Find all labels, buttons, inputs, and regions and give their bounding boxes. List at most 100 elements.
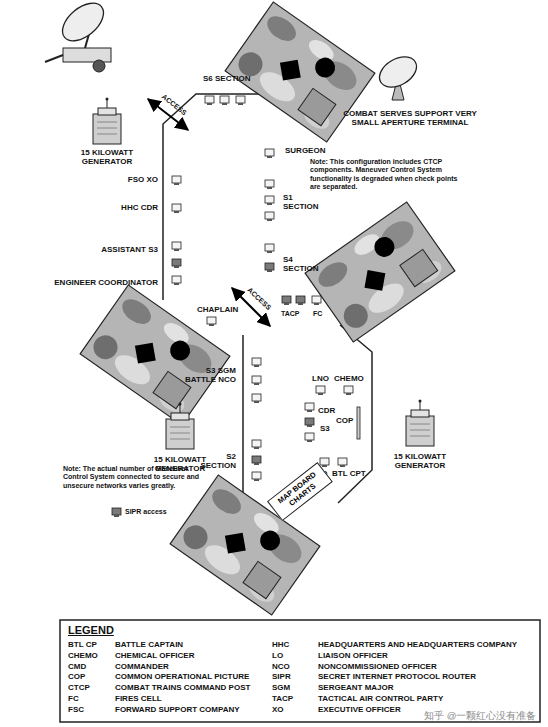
- computer-icon: [305, 433, 314, 442]
- legend-definition: TACTICAL AIR CONTROL PARTY: [318, 694, 443, 703]
- generator: [406, 400, 434, 447]
- computer-icon: [338, 458, 347, 467]
- tent-wall: [163, 94, 262, 300]
- legend-definition: COMMANDER: [115, 662, 169, 671]
- satellite-trailer: [45, 0, 111, 72]
- computer-icon: [252, 358, 261, 367]
- computer-icon: [252, 376, 261, 385]
- legend-definition: FIRES CELL: [115, 694, 162, 703]
- legend-abbreviation: CHEMO: [68, 651, 98, 660]
- legend-abbreviation: CTCP: [68, 683, 90, 692]
- legend-definition: LIAISON OFFICER: [318, 651, 388, 660]
- computer-icon: [265, 263, 274, 272]
- legend-abbreviation: FC: [68, 694, 79, 703]
- computer-icon: [265, 212, 274, 221]
- computer-icon: [252, 440, 261, 449]
- position-label: BTL CPT: [332, 469, 366, 478]
- terminal-label: COMBAT SERVES SUPPORT VERY SMALL APERTUR…: [335, 109, 485, 127]
- legend-definition: COMMON OPERATIONAL PICTURE: [115, 672, 249, 681]
- position-label: FC: [313, 310, 322, 318]
- note: Note: This configuration includes CTCP c…: [310, 158, 460, 192]
- computer-icon: [320, 458, 329, 467]
- legend-definition: NONCOMMISSIONED OFFICER: [318, 662, 437, 671]
- position-label: TACP: [281, 310, 300, 318]
- vehicles: [80, 2, 455, 615]
- sipr-label: SIPR access: [125, 508, 167, 516]
- computer-icon: [344, 386, 353, 395]
- computer-icon: [172, 276, 181, 285]
- position-label: CHEMO: [334, 374, 364, 383]
- computer-icon: [207, 317, 216, 326]
- computer-icon: [172, 242, 181, 251]
- computer-icon: [282, 296, 291, 305]
- position-label: ASSISTANT S3: [101, 245, 158, 254]
- section-label: S4 SECTION: [283, 255, 327, 273]
- computer-icon: [236, 96, 245, 105]
- legend-definition: HEADQUARTERS AND HEADQUARTERS COMPANY: [318, 640, 517, 649]
- computer-icon: [172, 259, 181, 268]
- legend-abbreviation: SGM: [272, 683, 290, 692]
- board-label: MAP BOARD CHARTS: [274, 469, 326, 515]
- computer-icon: [252, 394, 261, 403]
- position-label: FSO XO: [128, 175, 158, 184]
- section-label: S2 SECTION: [192, 452, 236, 470]
- computer-icon: [265, 180, 274, 189]
- position-label: HHC CDR: [121, 203, 158, 212]
- legend-abbreviation: LO: [272, 651, 283, 660]
- computer-icon: [305, 403, 314, 412]
- legend-abbreviation: COP: [68, 672, 85, 681]
- computer-icon: [312, 296, 321, 305]
- computer-icon: [252, 472, 261, 481]
- position-label: SURGEON: [285, 146, 325, 155]
- legend-frame: [60, 620, 540, 722]
- position-label: ENGINEER COORDINATOR: [54, 278, 158, 287]
- legend-abbreviation: HHC: [272, 640, 289, 649]
- computer-icon: [220, 96, 229, 105]
- position-label: COP: [336, 416, 353, 425]
- position-label: CDR: [318, 406, 335, 415]
- legend-title: LEGEND: [68, 624, 114, 637]
- legend-abbreviation: TACP: [272, 694, 293, 703]
- section-label: S6 SECTION: [203, 74, 251, 83]
- section-label: S1 SECTION: [283, 193, 327, 211]
- legend-definition: EXECUTIVE OFFICER: [318, 705, 401, 714]
- generator-label: 15 KILOWATT GENERATOR: [72, 148, 142, 166]
- watermark: 知乎 @一颗红心没有准备: [424, 711, 536, 722]
- computer-icon: [265, 149, 274, 158]
- generator: [93, 98, 121, 145]
- access-label: ACCESS: [246, 286, 273, 312]
- note: Note: The actual number of Maneuver Cont…: [63, 465, 215, 490]
- legend-definition: COMBAT TRAINS COMMAND POST: [115, 683, 250, 692]
- position-label: S3: [320, 424, 330, 433]
- computer-icon: [172, 176, 181, 185]
- computer-icon: [305, 418, 314, 427]
- computer-icon: [205, 96, 214, 105]
- computer-icon: [252, 456, 261, 465]
- computer-icon: [296, 296, 305, 305]
- satellite-terminal: [374, 51, 422, 100]
- computer-icon: [316, 386, 325, 395]
- legend-definition: SECRET INTERNET PROTOCOL ROUTER: [318, 672, 476, 681]
- legend-abbreviation: SIPR: [272, 672, 291, 681]
- cop-screen: [357, 407, 360, 439]
- generator: [166, 403, 194, 450]
- computer-icon: [112, 508, 121, 517]
- position-label: LNO: [312, 374, 329, 383]
- legend-abbreviation: FSC: [68, 705, 84, 714]
- computer-icon: [265, 244, 274, 253]
- legend-abbreviation: XO: [272, 705, 284, 714]
- chart-board: MAP BOARD CHARTS: [267, 462, 333, 521]
- position-label: CHAPLAIN: [197, 305, 238, 314]
- legend-abbreviation: CMD: [68, 662, 86, 671]
- generator-label: 15 KILOWATT GENERATOR: [385, 452, 455, 470]
- legend-abbreviation: NCO: [272, 662, 290, 671]
- legend-abbreviation: BTL CP: [68, 640, 97, 649]
- vehicle: [305, 202, 455, 342]
- legend-definition: FORWARD SUPPORT COMPANY: [115, 705, 240, 714]
- position-label: S3 SGM BATTLE NCO: [174, 366, 236, 384]
- computer-icon: [172, 204, 181, 213]
- legend-definition: CHEMICAL OFFICER: [115, 651, 194, 660]
- legend-definition: BATTLE CAPTAIN: [115, 640, 183, 649]
- legend-definition: SERGEANT MAJOR: [318, 683, 394, 692]
